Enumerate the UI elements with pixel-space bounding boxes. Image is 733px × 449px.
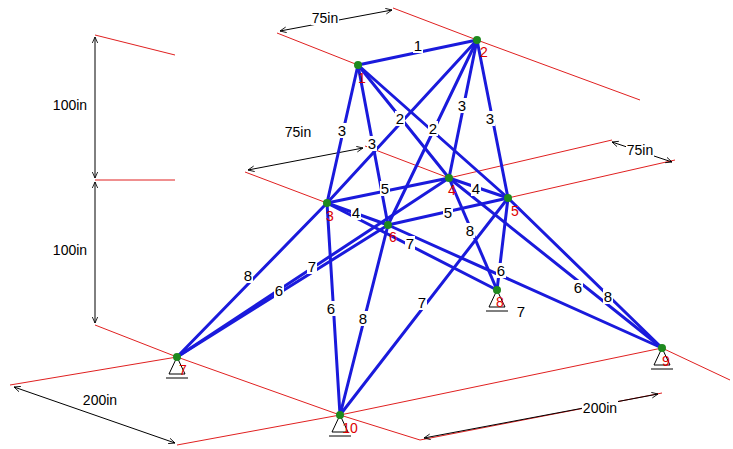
member-group-number: 8 (358, 311, 368, 326)
joint-number: 6 (388, 230, 398, 244)
joint-number: 5 (510, 204, 520, 218)
member-group-number: 7 (405, 236, 415, 251)
dimension-label: 200in (582, 401, 618, 415)
joint-number: 3 (325, 209, 335, 223)
support-symbols (166, 290, 673, 436)
member-group-number: 2 (395, 111, 405, 126)
member-group-number: 8 (465, 223, 475, 238)
member-group-number: 3 (337, 123, 347, 138)
dimension-label: 75in (311, 11, 339, 25)
member-group-number: 3 (457, 98, 467, 113)
member-group-number: 6 (496, 263, 506, 278)
member-group-number: 6 (326, 301, 336, 316)
member-group-number: 8 (603, 289, 613, 304)
dimension-arrows (14, 10, 672, 443)
reference-lines (10, 8, 730, 445)
member-group-number: 7 (417, 295, 427, 310)
joint-number: 1 (357, 71, 367, 85)
joint-number: 4 (447, 183, 457, 197)
joint-number: 9 (661, 354, 671, 368)
dimension-label: 100in (52, 243, 88, 257)
member-group-number: 3 (367, 136, 377, 151)
joint-number: 10 (341, 421, 359, 435)
dimension-label: 100in (52, 98, 88, 112)
joint-dots (173, 36, 666, 419)
member-group-number: 3 (485, 111, 495, 126)
member-group-number: 5 (380, 181, 390, 196)
dimension-label: 200in (82, 393, 118, 407)
member-group-number: 4 (471, 181, 481, 196)
member-group-number: 7 (307, 259, 317, 274)
member-group-number: 2 (428, 121, 438, 136)
truss-members (177, 40, 662, 415)
member-group-number: 6 (274, 283, 284, 298)
joint-number: 2 (479, 45, 489, 59)
member-group-number: 6 (573, 280, 583, 295)
member-group-number: 5 (443, 205, 453, 220)
joint-number: 8 (495, 295, 505, 309)
member-group-number: 8 (243, 268, 253, 283)
member-group-number: 1 (413, 38, 423, 53)
dimension-label: 75in (284, 125, 312, 139)
joint-number: 7 (178, 363, 188, 377)
member-group-number: 4 (351, 205, 361, 220)
member-group-number: 7 (516, 304, 526, 319)
dimension-label: 75in (626, 143, 654, 157)
